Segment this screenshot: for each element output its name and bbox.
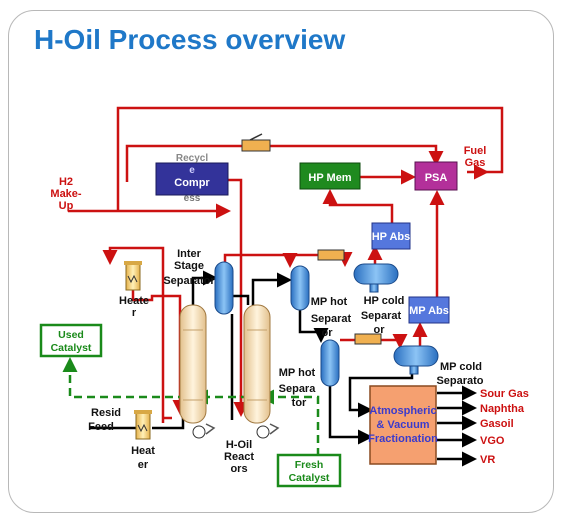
hoil-reactor-1[interactable] [179, 304, 216, 439]
recycle-compressor-label-4: ess [184, 193, 201, 204]
mp-hot-separator-low[interactable] [320, 339, 340, 387]
gas-to-hp-cold [285, 252, 353, 267]
reactor2-top-to-mphot [251, 272, 292, 307]
hoil-reactor-2[interactable] [243, 304, 280, 439]
fuel-gas-label-1: Fuel [464, 145, 487, 157]
recycle-compressor-label-2: e [189, 165, 195, 176]
slide-title: H-Oil Process overview [34, 24, 346, 55]
heater-bottom[interactable] [134, 410, 152, 440]
mp-cold-sep-label-2: Separato [436, 375, 483, 387]
heater-bottom-label-1: Heat [131, 445, 155, 457]
stream-labels: H2 Make- Up Fuel Gas Inter Stage Separat… [50, 145, 529, 475]
h2-makeup-label-1: H2 [59, 176, 73, 188]
hp-cold-separator[interactable] [353, 263, 399, 293]
heater-bottom-label-2: er [138, 459, 149, 471]
recycle-compressor-label-3: Compr [174, 177, 210, 189]
heater-to-reactor-line [152, 395, 185, 430]
reactor1-top-to-inter [191, 270, 218, 307]
mp-cold-sep-label-1: MP cold [440, 361, 482, 373]
recycle-return-line [125, 144, 444, 182]
mp-hot-sep-top-label-3: or [322, 327, 334, 339]
fresh-catalyst-box[interactable]: Fresh Catalyst [276, 453, 342, 488]
product-gasoil: Gasoil [480, 418, 514, 430]
hp-abs-unit[interactable]: HP Abs [371, 222, 411, 250]
hp-abs-to-hp-mem [322, 189, 394, 224]
catalyst-lines [62, 357, 320, 456]
inter-to-mp-hot-gas [223, 253, 298, 268]
heater-top[interactable] [124, 261, 142, 291]
hp-cold-sep-label-1: HP cold [364, 295, 405, 307]
fresh-catalyst-label-1: Fresh [295, 459, 324, 471]
mp-hot-sep-low-label-1: MP hot [279, 367, 316, 379]
hp-mem-label: HP Mem [308, 172, 351, 184]
mp-hot-sep-top-label-1: MP hot [311, 296, 348, 308]
heater-top-loop [102, 246, 165, 423]
hp-abs-label: HP Abs [372, 231, 411, 243]
hx-hp-cold [317, 249, 345, 261]
mp-hot-sep-low-label-2: Separa [279, 383, 317, 395]
recycle-out-line [228, 178, 243, 411]
used-catalyst-label-2: Catalyst [51, 342, 92, 354]
mp-hot-sep-top-label-2: Separat [311, 313, 352, 325]
product-sour-gas: Sour Gas [480, 388, 529, 400]
mpcold-to-fract [348, 368, 414, 418]
fractionation-unit[interactable]: Atmospheric & Vacuum Fractionation [368, 385, 438, 465]
inter-stage-label-1: Inter [177, 248, 202, 260]
inter-stage-label-2: Stage [174, 260, 204, 272]
used-catalyst-box[interactable]: Used Catalyst [39, 323, 103, 358]
top-heat-exchanger [241, 133, 271, 152]
fractionation-label-3: Fractionation [368, 433, 438, 445]
recycle-compressor[interactable]: Recycl e Compr ess [155, 153, 229, 204]
mphot-down-to-mphot2 [298, 308, 329, 343]
used-catalyst-label-1: Used [58, 329, 84, 341]
mp-abs-unit[interactable]: MP Abs [408, 296, 450, 324]
hx-mp-cold [354, 333, 382, 345]
resid-feed-label-2: Feed [88, 421, 114, 433]
hp-cold-sep-label-3: or [374, 324, 386, 336]
mp-hot-separator-top[interactable] [290, 265, 310, 311]
hp-mem-unit[interactable]: HP Mem [299, 162, 361, 190]
mp-abs-label: MP Abs [409, 305, 449, 317]
fractionation-label-2: & Vacuum [376, 419, 429, 431]
fuel-gas-label-2: Gas [465, 157, 486, 169]
recycle-compressor-label-1: Recycl [176, 153, 208, 164]
heater-top-label-1: Heate [119, 295, 149, 307]
hp-cold-sep-label-2: Separat [361, 310, 402, 322]
h2-makeup-label-2: Make- [50, 188, 82, 200]
psa-unit[interactable]: PSA [414, 161, 458, 191]
hoil-reactors-label-2: React [224, 451, 254, 463]
heater-top-label-2: r [132, 307, 137, 319]
fractionation-label-1: Atmospheric [369, 405, 436, 417]
mp-cold-separator[interactable] [393, 345, 439, 375]
inter-stage-label-3: Separator [163, 275, 215, 287]
mphot2-to-fract [328, 386, 373, 445]
product-vr: VR [480, 454, 495, 466]
resid-feed-label-1: Resid [91, 407, 121, 419]
hoil-reactors-label-3: ors [230, 463, 247, 475]
psa-label: PSA [425, 172, 448, 184]
fresh-catalyst-line [259, 389, 320, 456]
hoil-reactors-label-1: H-Oil [226, 439, 252, 451]
product-vgo: VGO [480, 435, 505, 447]
fresh-catalyst-label-2: Catalyst [289, 472, 330, 484]
h2-makeup-label-3: Up [59, 200, 74, 212]
product-naphtha: Naphtha [480, 403, 525, 415]
top-loop-line [116, 106, 504, 211]
used-catalyst-line [62, 357, 186, 399]
mp-hot-sep-low-label-3: tor [292, 397, 307, 409]
inter-stage-separator[interactable] [214, 261, 234, 315]
heater-top-out [131, 290, 188, 415]
